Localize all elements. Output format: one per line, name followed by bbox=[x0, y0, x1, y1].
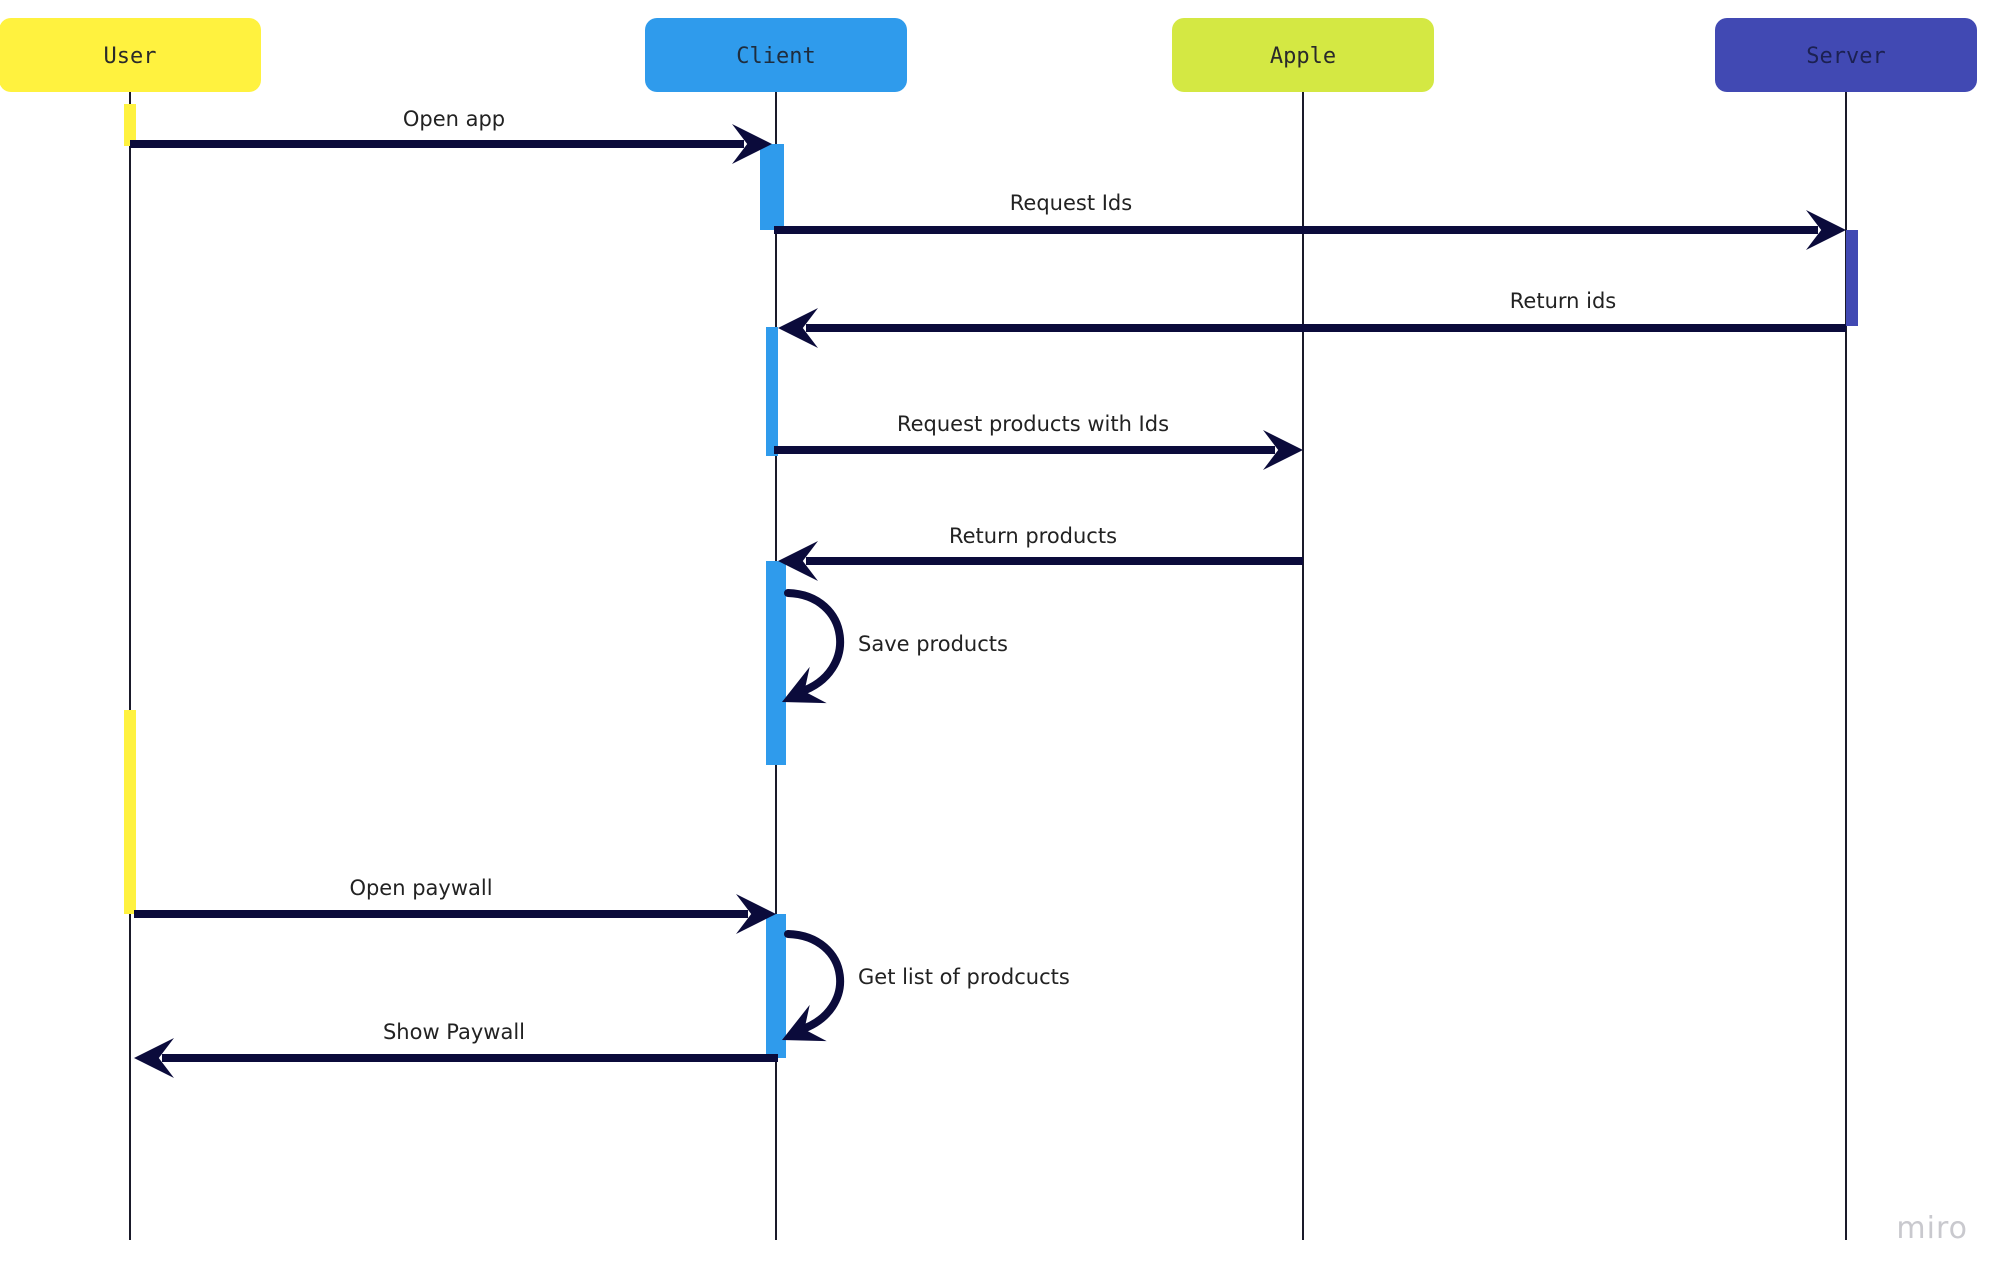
message-arrowhead bbox=[1806, 210, 1846, 250]
actor-client-label: Client bbox=[736, 44, 815, 69]
message-label: Save products bbox=[858, 632, 1008, 656]
actor-user-box bbox=[0, 18, 261, 92]
message-arrowhead bbox=[732, 124, 772, 164]
actor-apple[interactable]: Apple bbox=[1172, 18, 1434, 92]
message-6[interactable]: Save products bbox=[784, 589, 1008, 696]
self-message-arrowhead bbox=[782, 1004, 827, 1042]
actor-apple-box bbox=[1172, 18, 1434, 92]
message-label: Return products bbox=[949, 524, 1117, 548]
actor-server[interactable]: Server bbox=[1715, 18, 1977, 92]
activation-bar-server bbox=[1846, 230, 1858, 326]
message-3[interactable]: Return ids bbox=[806, 289, 1846, 332]
message-arrowhead bbox=[778, 308, 818, 348]
self-message-arrow-curve bbox=[784, 930, 845, 1034]
message-label: Return ids bbox=[1510, 289, 1616, 313]
message-label: Open app bbox=[403, 107, 505, 131]
message-label: Open paywall bbox=[349, 876, 492, 900]
message-arrowhead bbox=[736, 894, 776, 934]
message-label: Request products with Ids bbox=[897, 412, 1169, 436]
activation-bar-client bbox=[760, 144, 784, 230]
message-7[interactable]: Open paywall bbox=[134, 876, 748, 918]
actor-server-label: Server bbox=[1806, 44, 1885, 69]
message-9[interactable]: Show Paywall bbox=[162, 1020, 778, 1062]
message-label: Get list of prodcucts bbox=[858, 965, 1070, 989]
activation-bar-user bbox=[124, 104, 136, 146]
activation-bar-client bbox=[766, 914, 786, 1058]
message-label: Request Ids bbox=[1010, 191, 1132, 215]
message-arrowhead bbox=[134, 1038, 174, 1078]
message-2[interactable]: Request Ids bbox=[774, 191, 1818, 234]
message-arrowhead bbox=[778, 541, 818, 581]
actor-client[interactable]: Client bbox=[645, 18, 907, 92]
message-arrowhead bbox=[1263, 430, 1303, 470]
actor-client-box bbox=[645, 18, 907, 92]
message-4[interactable]: Request products with Ids bbox=[774, 412, 1275, 454]
message-label: Show Paywall bbox=[383, 1020, 525, 1044]
self-message-arrow-curve bbox=[784, 589, 845, 696]
actor-apple-label: Apple bbox=[1270, 44, 1336, 69]
miro-watermark: miro bbox=[1896, 1211, 1968, 1246]
activation-bar-user bbox=[124, 710, 136, 914]
message-8[interactable]: Get list of prodcucts bbox=[784, 930, 1070, 1034]
message-5[interactable]: Return products bbox=[806, 524, 1303, 565]
actor-user-label: User bbox=[104, 44, 157, 69]
self-message-arrowhead bbox=[782, 666, 827, 704]
activation-bar-client bbox=[766, 327, 778, 456]
actor-user[interactable]: User bbox=[0, 18, 261, 92]
actor-server-box bbox=[1715, 18, 1977, 92]
message-1[interactable]: Open app bbox=[130, 107, 744, 148]
activation-bar-client bbox=[766, 561, 786, 765]
